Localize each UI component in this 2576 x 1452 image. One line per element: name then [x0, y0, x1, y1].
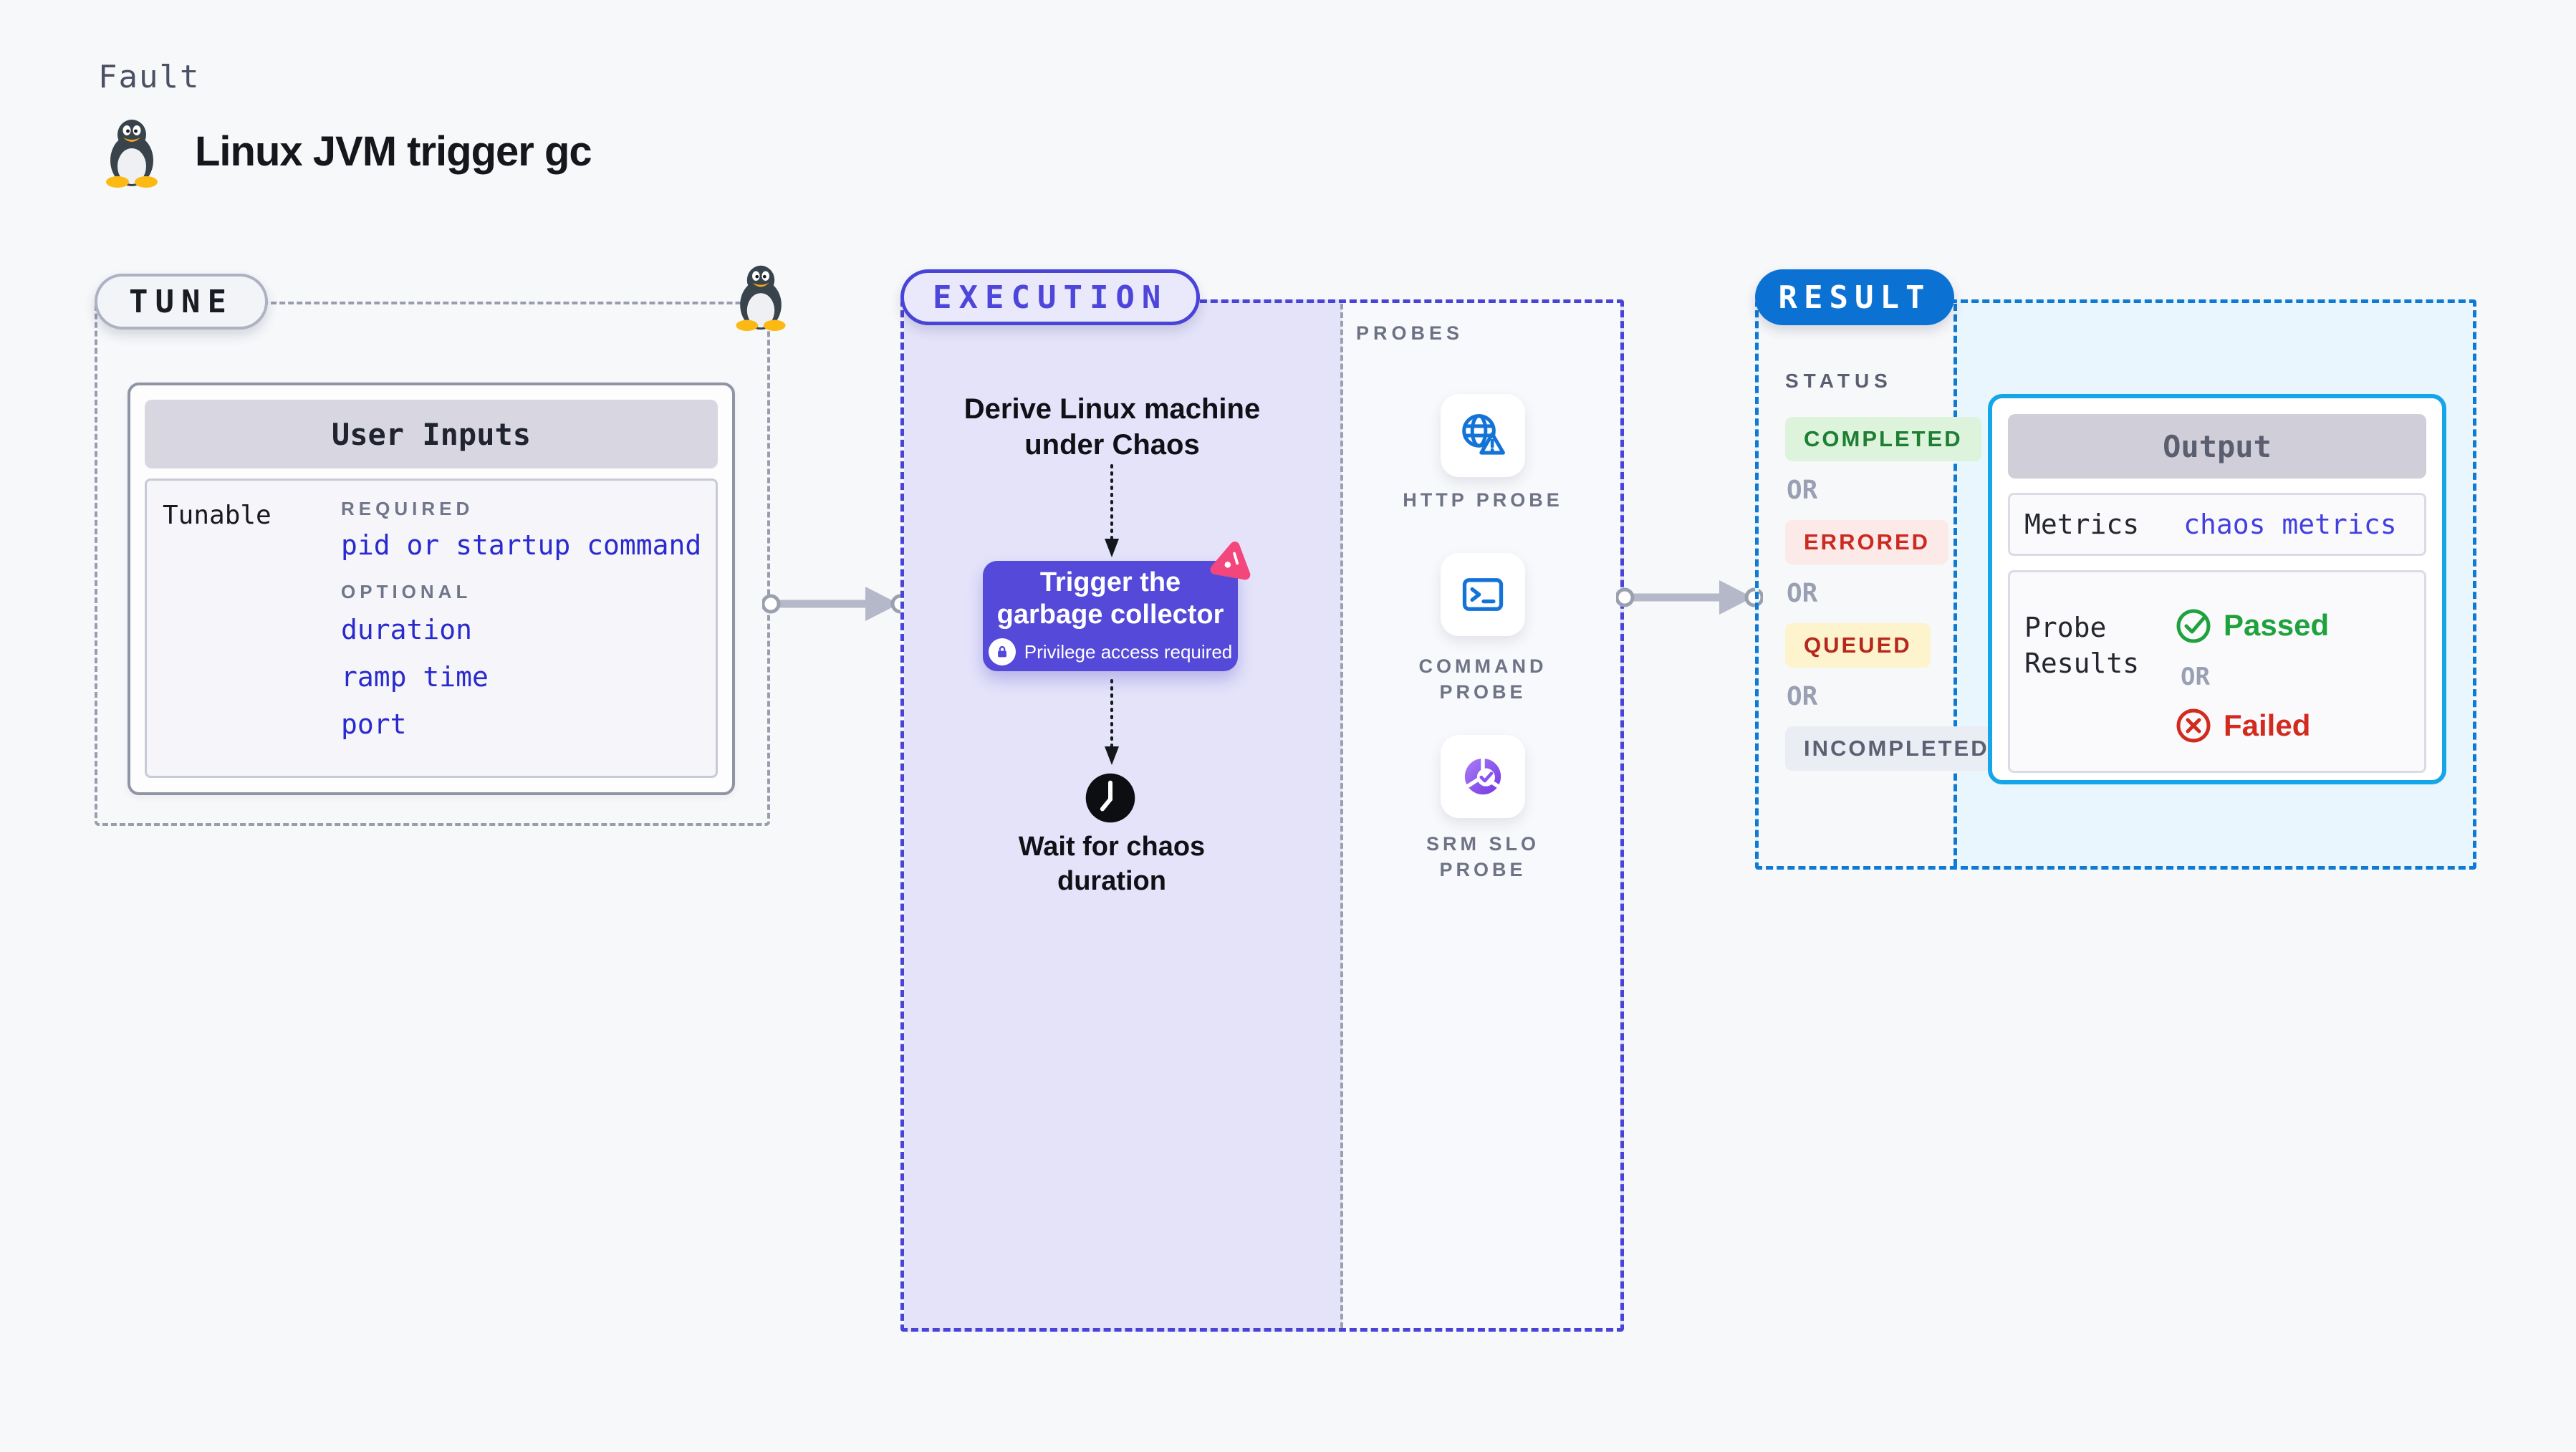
srm-slo-probe-card [1441, 735, 1525, 818]
tunable-row-label: Tunable [163, 501, 271, 530]
trigger-gc-action-button[interactable]: Trigger the garbage collector Privilege … [983, 561, 1238, 671]
tune-badge: TUNE [95, 274, 268, 330]
status-badge-queued: QUEUED [1785, 623, 1931, 668]
duration-link[interactable]: duration [341, 614, 473, 645]
check-circle-icon [2176, 609, 2211, 643]
metrics-label: Metrics [2024, 509, 2140, 540]
ramp-time-link[interactable]: ramp time [341, 661, 489, 693]
down-dotted-arrow-icon [1105, 464, 1119, 557]
pid-or-startup-command-link[interactable]: pid or startup command [341, 529, 702, 561]
failed-row: Failed [2175, 707, 2329, 744]
linux-tux-icon [736, 265, 786, 331]
status-badge-incompleted: INCOMPLETED [1785, 726, 2008, 771]
probe-results-label: Probe Results [2024, 612, 2140, 679]
status-badge-errored: ERRORED [1785, 520, 1949, 564]
globe-alert-icon [1462, 414, 1505, 455]
result-badge: RESULT [1755, 269, 1954, 325]
user-inputs-header: User Inputs [145, 400, 718, 468]
command-probe-card [1441, 553, 1525, 636]
clock-icon [1085, 773, 1135, 823]
down-dotted-arrow-icon [1105, 679, 1119, 765]
action-title: Trigger the garbage collector [996, 567, 1224, 630]
metrics-row: Metrics chaos metrics [2008, 493, 2426, 556]
execution-probes-divider [1340, 304, 1343, 1328]
passed-row: Passed [2175, 607, 2329, 644]
port-link[interactable]: port [341, 708, 407, 740]
required-caption: REQUIRED [341, 498, 474, 519]
derive-machine-label: Derive Linux machine under Chaos [963, 393, 1261, 461]
flow-arrow-tune-to-execution [762, 587, 909, 621]
optional-caption: OPTIONAL [341, 581, 472, 602]
tune-dashed-container [95, 302, 770, 826]
terminal-icon [1462, 578, 1504, 611]
user-inputs-body: Tunable REQUIRED pid or startup command … [145, 479, 718, 778]
or-separator: OR [1787, 682, 1818, 711]
slo-donut-icon [1464, 756, 1501, 795]
output-card-header: Output [2008, 414, 2426, 479]
linux-tux-icon [106, 120, 158, 188]
or-separator: OR [1787, 476, 1818, 505]
execution-badge: EXECUTION [900, 269, 1201, 325]
output-card: Output Metrics chaos metrics Probe Resul… [1988, 394, 2446, 784]
probe-results-row: Probe Results Passed OR Faile [2008, 570, 2426, 773]
http-probe-label: HTTP PROBE [1403, 489, 1563, 511]
flow-arrow-execution-to-result [1616, 580, 1763, 615]
status-column-label: STATUS [1785, 370, 1893, 392]
probes-column-label: PROBES [1356, 322, 1464, 344]
privilege-note-text: Privilege access required [1024, 640, 1233, 663]
page-title: Linux JVM trigger gc [195, 128, 592, 175]
status-badge-completed: COMPLETED [1785, 417, 1981, 461]
lock-icon [988, 638, 1016, 665]
x-circle-icon [2176, 708, 2211, 743]
chaos-logo-icon [1210, 542, 1251, 580]
probe-results-outcomes: Passed OR Failed [2175, 607, 2329, 744]
passed-label: Passed [2224, 608, 2330, 642]
or-separator: OR [2181, 663, 2210, 691]
srm-slo-probe-label: SRM SLO PROBE [1426, 833, 1539, 880]
result-status-divider [1953, 304, 1957, 866]
chaos-metrics-link[interactable]: chaos metrics [2183, 509, 2397, 540]
wait-duration-label: Wait for chaos duration [1018, 832, 1206, 896]
user-inputs-card: User Inputs Tunable REQUIRED pid or star… [128, 383, 735, 795]
or-separator: OR [1787, 579, 1818, 608]
command-probe-label: COMMAND PROBE [1418, 655, 1547, 703]
failed-label: Failed [2224, 708, 2311, 742]
fault-kicker: Fault [98, 59, 201, 95]
privilege-note-row: Privilege access required [988, 638, 1233, 665]
http-probe-card [1441, 394, 1525, 477]
